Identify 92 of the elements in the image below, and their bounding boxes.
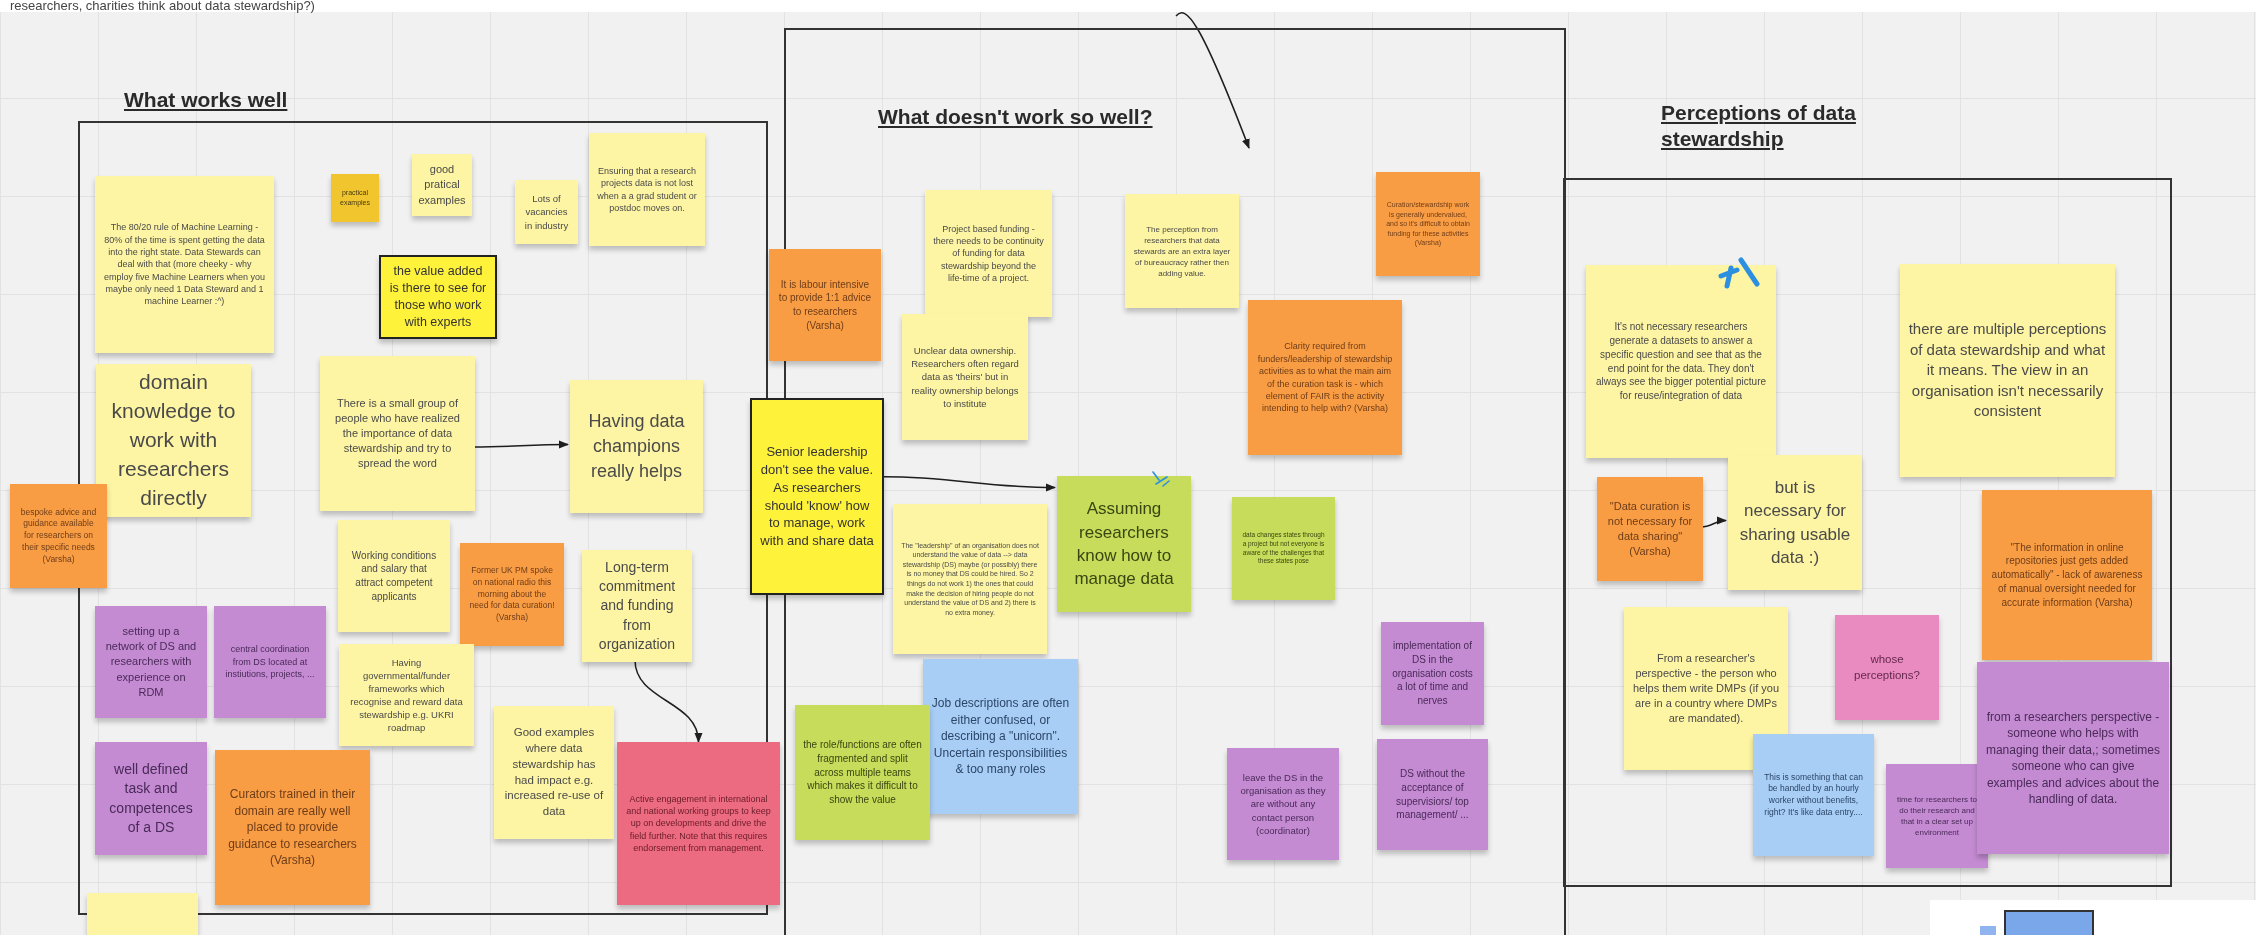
sticky-note bbox=[320, 356, 475, 511]
sticky-note bbox=[1835, 615, 1939, 720]
sticky-note bbox=[923, 659, 1078, 814]
sticky-note bbox=[95, 742, 207, 855]
note-text: Assuming researchers know how to manage data bbox=[1073, 498, 1175, 591]
sticky-note bbox=[1227, 748, 1339, 860]
note-text: researchers, charities think about data stewardship?) bbox=[10, 0, 315, 15]
note-text: It is labour intensive to provide 1:1 advice to researchers (Varsha) bbox=[777, 277, 873, 333]
sticky-note bbox=[95, 606, 207, 718]
note-text: There is a small group of people who have realized the importance of data stewardship and try to spread the word bbox=[334, 395, 461, 472]
note-text: The 80/20 rule of Machine Learning - 80% of the time is spent getting the data into the right state. Data Stewards can deal with that (more cheeky - why employ five Machine Learners when you maybe only need 1 Data Steward and 1 machine Learner :^) bbox=[103, 221, 266, 308]
sticky-note bbox=[750, 398, 884, 595]
sticky-note bbox=[570, 380, 703, 513]
sticky-note bbox=[925, 190, 1052, 317]
note-text: "The information in online repositories just gets added automatically" - lack of awareness of manual oversight needed for accurate information (Varsha) bbox=[1990, 540, 2144, 610]
sticky-note bbox=[215, 750, 370, 905]
note-text: but is necessary for sharing usable data :) bbox=[1738, 476, 1852, 569]
sticky-note bbox=[494, 706, 614, 839]
sticky-note bbox=[1381, 622, 1484, 725]
sticky-note bbox=[617, 742, 780, 905]
section-heading: Perceptions of data stewardship bbox=[1661, 100, 1857, 153]
note-text: Curators trained in their domain are really well placed to provide guidance to researchers (Varsha) bbox=[227, 786, 358, 869]
note-text: DS without the acceptance of supervisiors/ top management/ ... bbox=[1395, 767, 1470, 822]
note-text: The perception from researchers that data stewards are an extra layer of bureaucracy rather then adding value. bbox=[1133, 223, 1231, 279]
note-text: domain knowledge to work with researchers directly bbox=[110, 369, 237, 511]
sticky-note bbox=[10, 484, 107, 588]
sticky-note bbox=[412, 154, 472, 216]
note-text: Active engagement in international and national working groups to keep up on developments and drive the field further. Note that this requires endorsement from management. bbox=[625, 792, 772, 855]
note-text: well defined task and competences of a DS bbox=[108, 760, 194, 837]
sticky-note bbox=[1586, 265, 1776, 458]
note-text: leave the DS in the organisation as they are without any contact person (coordinator) bbox=[1239, 771, 1327, 837]
sticky-note bbox=[96, 364, 251, 517]
note-text: This is something that can be handled by an hourly worker without benefits, right? It's like data entry.... bbox=[1763, 771, 1864, 819]
note-text: time for researchers to do their research and that in a clear set up environment bbox=[1896, 794, 1978, 838]
note-text: Clarity required from funders/leadership of stewardship activities as to what the main aim of the curation task is - which element of FAIR is the activity intending to help with? (Varsha) bbox=[1256, 340, 1394, 415]
note-text: Lots of vacancies in industry bbox=[523, 192, 570, 232]
sticky-note bbox=[589, 133, 705, 246]
section-heading: What works well bbox=[124, 87, 289, 113]
note-text: Having data champions really helps bbox=[587, 410, 686, 483]
note-text: whose perceptions? bbox=[1853, 651, 1921, 683]
sticky-note bbox=[1624, 607, 1788, 770]
note-text: Long-term commitment and funding from organization bbox=[597, 557, 677, 654]
note-text: "Data curation is not necessary for data sharing" (Varsha) bbox=[1606, 498, 1694, 560]
note-text: the value added is there to see for those who work with experts bbox=[389, 262, 487, 332]
note-text: Former UK PM spoke on national radio this morning about the need for data curation! (Varsha) bbox=[468, 565, 556, 624]
note-text: Project based funding - there needs to be continuity of funding for data stewardship beyond the life-time of a project. bbox=[933, 222, 1044, 285]
sticky-note bbox=[1886, 764, 1988, 868]
sticky-note bbox=[214, 606, 326, 718]
note-text: Having governmental/funder frameworks which recognise and reward data stewardship e.g. UKRI roadmap bbox=[349, 655, 464, 735]
sticky-note bbox=[515, 180, 578, 244]
sticky-note bbox=[1982, 490, 2152, 660]
sticky-note bbox=[1232, 497, 1335, 600]
sticky-note bbox=[87, 893, 198, 935]
sticky-note bbox=[1376, 172, 1480, 276]
sticky-note bbox=[1977, 662, 2169, 854]
sticky-note bbox=[582, 550, 692, 662]
note-text: from a researchers perspective - someone who helps with managing their data,; sometimes someone who can give examples and advices about the handling of data. bbox=[1985, 708, 2161, 808]
sticky-note bbox=[95, 176, 274, 353]
note-text: Ensuring that a research projects data is not lost when a a grad student or postdoc moves on. bbox=[597, 164, 697, 215]
sticky-note bbox=[331, 174, 379, 222]
sticky-note bbox=[1125, 194, 1239, 308]
note-text: From a researcher's perspective - the person who helps them write DMPs (if you are in a country where DMPs are mandated). bbox=[1632, 650, 1780, 727]
sticky-note bbox=[893, 504, 1047, 654]
section-heading: What doesn't work so well? bbox=[878, 104, 1154, 130]
note-text: Job descriptions are often either confused, or describing a "unicorn". Uncertain responsibilities & too many roles bbox=[931, 695, 1070, 778]
sticky-note bbox=[460, 543, 564, 646]
note-text: setting up a network of DS and researchers with experience on RDM bbox=[104, 624, 198, 700]
sticky-note bbox=[795, 705, 930, 840]
sticky-note bbox=[1753, 734, 1874, 856]
sticky-note bbox=[1900, 264, 2115, 477]
note-text: there are multiple perceptions of data stewardship and what it means. The view in an organisation isn't necessarily consistent bbox=[1908, 318, 2107, 422]
note-text: good pratical examples bbox=[418, 162, 466, 208]
sticky-note bbox=[1057, 476, 1191, 612]
sticky-note bbox=[1597, 477, 1703, 581]
sticky-note bbox=[902, 314, 1028, 440]
sticky-note bbox=[769, 249, 881, 361]
note-text: Senior leadership don't see the value. As researchers should 'know' how to manage, work with and share data bbox=[760, 442, 874, 551]
note-text: It's not necessary researchers generate a datasets to answer a specific question and see that as the end point for the data. They don't always see the bigger potential picture for reuse/integration of data bbox=[1594, 320, 1768, 403]
note-text: bespoke advice and guidance available for researchers on their specific needs (Varsha) bbox=[19, 506, 98, 566]
sticky-note bbox=[339, 644, 474, 746]
note-text: Unclear data ownership. Researchers often regard data as 'theirs' but in reality ownership belongs to institute bbox=[910, 344, 1020, 410]
note-text: Working conditions and salary that attract competent applicants bbox=[350, 548, 438, 604]
sticky-note bbox=[338, 520, 450, 632]
note-text: Good examples where data stewardship has had impact e.g. increased re-use of data bbox=[503, 725, 605, 820]
sticky-note bbox=[379, 255, 497, 339]
note-text: implementation of DS in the organisation costs a lot of time and nerves bbox=[1391, 639, 1474, 708]
sticky-note bbox=[1377, 739, 1488, 850]
note-text: the role/functions are often fragmented and split across multiple teams which makes it difficult to show the value bbox=[803, 738, 922, 807]
arrow bbox=[883, 476, 1056, 492]
note-text: central coordination from DS located at instiutions, projects, ... bbox=[224, 643, 316, 681]
sticky-note bbox=[1248, 300, 1402, 455]
sticky-note bbox=[1728, 455, 1862, 590]
